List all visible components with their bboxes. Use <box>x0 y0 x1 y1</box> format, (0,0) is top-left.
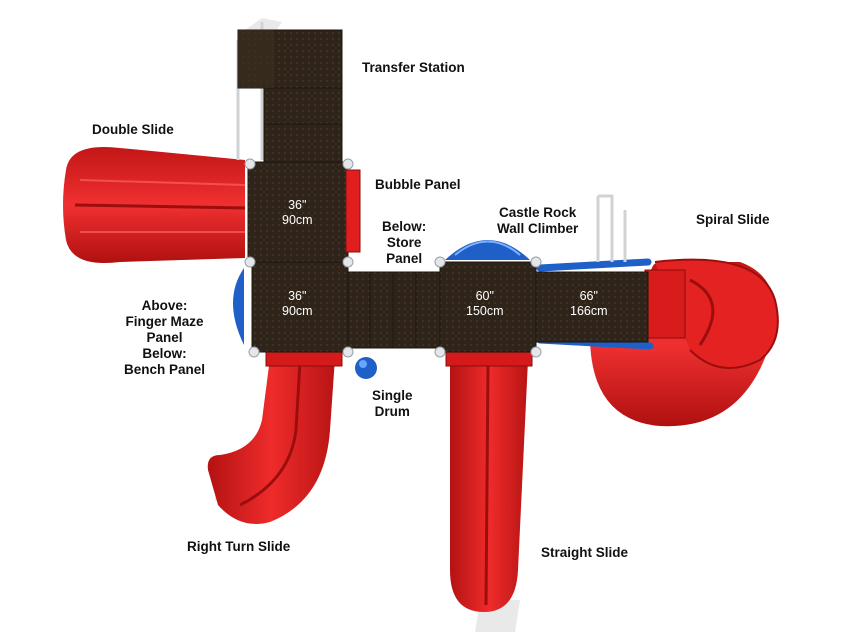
dim-right-deck: 66" 166cm <box>570 289 608 318</box>
label-transfer-station: Transfer Station <box>362 60 465 75</box>
bridge <box>347 271 441 349</box>
right-deck <box>535 271 649 343</box>
label-double-slide: Double Slide <box>92 122 174 137</box>
label-finger-maze: Above: Finger Maze Panel Below: Bench Pa… <box>124 298 206 377</box>
straight-slide <box>445 347 533 612</box>
right-turn-slide <box>207 347 343 524</box>
label-store-panel: Below: Store Panel <box>382 219 427 266</box>
label-right-turn-slide: Right Turn Slide <box>187 539 291 554</box>
lower-deck <box>251 261 349 353</box>
upper-deck <box>247 161 349 263</box>
dim-center-deck: 60" 150cm <box>466 289 504 318</box>
double-slide <box>63 146 246 264</box>
label-bubble-panel: Bubble Panel <box>375 177 461 192</box>
corner-posts <box>244 158 542 358</box>
label-spiral-slide: Spiral Slide <box>696 212 770 227</box>
bubble-panel <box>345 169 361 253</box>
label-straight-slide: Straight Slide <box>541 545 629 560</box>
spiral-slide <box>589 258 779 427</box>
transfer-station <box>237 29 343 165</box>
dim-lower-deck: 36" 90cm <box>282 289 313 318</box>
label-castle-rock: Castle Rock Wall Climber <box>497 205 579 236</box>
dim-upper-deck: 36" 90cm <box>282 198 313 227</box>
center-deck <box>439 261 537 353</box>
label-single-drum: Single Drum <box>372 388 413 419</box>
